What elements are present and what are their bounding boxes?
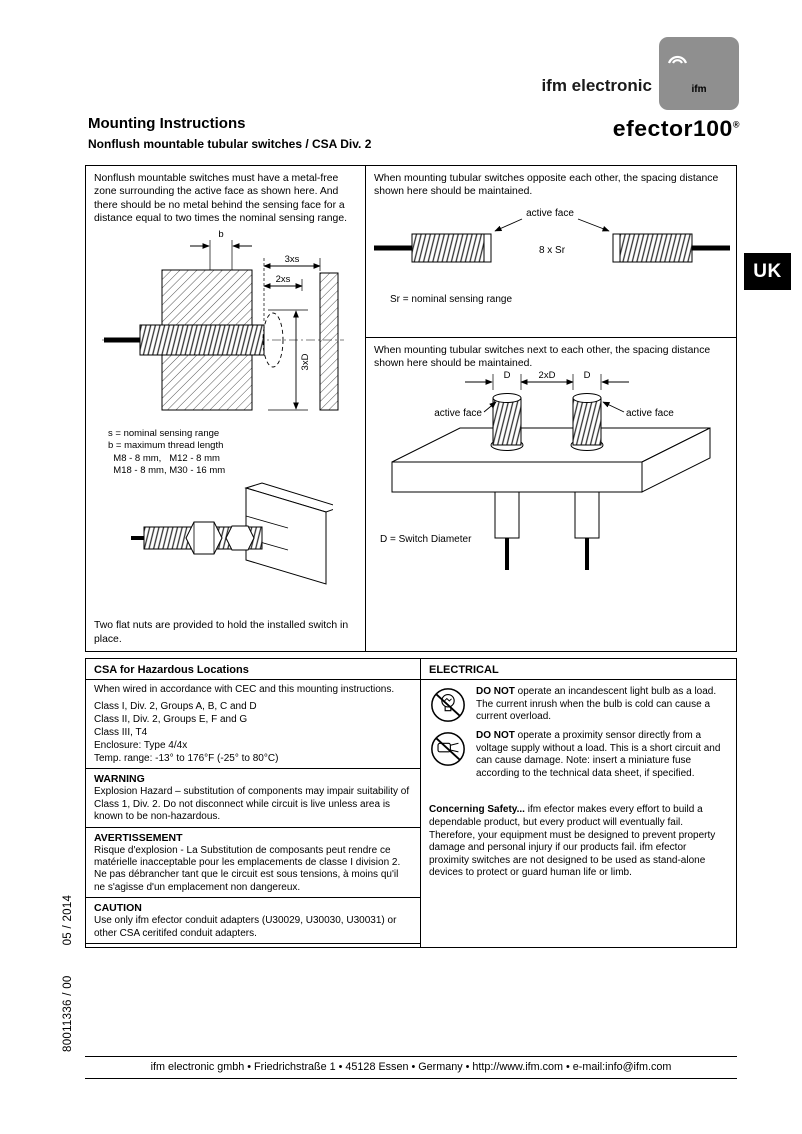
csa-spec-line: Temp. range: -13° to 176°F (-25° to 80°C… (94, 752, 279, 764)
left-sensor-thread (492, 397, 522, 446)
d-legend: D = Switch Diameter (380, 534, 472, 545)
note-line: M8 - 8 mm, M12 - 8 mm (108, 452, 220, 464)
nonflush-notes: s = nominal sensing range b = maximum th… (108, 428, 225, 477)
section-caution-title: CAUTION (94, 902, 142, 915)
left-sensor-body (411, 233, 485, 263)
csa-panel: CSA for Hazardous Locations When wired i… (85, 658, 421, 948)
csa-intro: When wired in accordance with CEC and th… (94, 684, 395, 695)
page-title: Mounting Instructions (88, 115, 246, 132)
dim-3xs-label: 3xs (285, 254, 300, 265)
note-line: b = maximum thread length (108, 440, 224, 452)
opposite-intro: When mounting tubular switches opposite … (374, 173, 719, 198)
sr-legend: Sr = nominal sensing range (390, 294, 513, 305)
section-avertissement-title: AVERTISSEMENT (94, 831, 183, 844)
divider (86, 826, 420, 828)
divider (421, 679, 736, 680)
csa-title: CSA for Hazardous Locations (94, 664, 249, 676)
safety-note: Concerning Safety... ifm efector makes e… (429, 804, 716, 879)
right-sensor-body (574, 491, 600, 539)
section-warning-text: Explosion Hazard – substitution of compo… (94, 786, 410, 823)
metal-block-upper (161, 269, 253, 326)
efector-logo: efector100® (470, 115, 740, 141)
metal-block-lower (161, 354, 253, 411)
doc-date: 05 / 2014 (62, 894, 74, 946)
dim-2xs-label: 2xs (276, 274, 291, 285)
right-sensor-face (612, 233, 621, 263)
brand-name: ifm electronic (541, 76, 652, 95)
electrical-item: DO NOT operate an incandescent light bul… (429, 686, 728, 724)
left-sensor-active-face (492, 393, 522, 403)
dim-b-label: b (218, 229, 223, 240)
side-code: 80011336 / 00 05 / 2014 (62, 895, 74, 1052)
csa-spec-line: Class II, Div. 2, Groups E, F and G (94, 714, 248, 726)
dim-d-right-label: D (584, 370, 591, 381)
mounting-plate-front (391, 461, 643, 493)
note-line: M18 - 8 mm, M30 - 16 mm (108, 465, 226, 477)
flat-nut-front (185, 521, 223, 555)
adjacent-mounting-diagram: D 2xD D active face active face (391, 370, 711, 570)
metal-free-zone-outline (262, 312, 284, 368)
metal-wall (319, 272, 339, 411)
divider (86, 679, 420, 680)
nonflush-panel: Nonflush mountable switches must have a … (85, 165, 366, 652)
note-line: s = nominal sensing range (108, 428, 220, 439)
spacing-label: 8 x Sr (539, 245, 566, 256)
electrical-item: DO NOT operate a proximity sensor direct… (429, 730, 728, 780)
registered-mark: ® (732, 119, 740, 130)
section-avertissement-text: Risque d'explosion - La Substitution de … (94, 844, 401, 893)
right-sensor-body (619, 233, 693, 263)
right-sensor-active-face (572, 393, 602, 403)
active-face-label: active face (526, 208, 574, 219)
ifm-logo-arc-icon (667, 55, 688, 64)
dim-2xd-label: 2xD (539, 370, 556, 381)
adjacent-intro: When mounting tubular switches next to e… (374, 345, 711, 370)
right-sensor-thread (572, 397, 602, 446)
threaded-sensor-body (139, 324, 265, 356)
nonflush-footer-text: Two flat nuts are provided to hold the i… (94, 620, 349, 645)
flat-nut-rear (225, 525, 255, 551)
left-sensor-face (483, 233, 492, 263)
page-subtitle: Nonflush mountable tubular switches / CS… (88, 137, 372, 151)
electrical-panel: ELECTRICAL DO NOT operate an incandescen… (421, 658, 737, 948)
divider (86, 942, 420, 944)
adjacent-panel: When mounting tubular switches next to e… (366, 338, 737, 652)
ifm-logo-arc-icon (672, 59, 683, 64)
csa-specs: Class I, Div. 2, Groups A, B, C and D Cl… (94, 701, 412, 765)
efector-logo-text: efector100 (612, 115, 733, 141)
left-sensor-body (494, 491, 520, 539)
ifm-logo-text: ifm (692, 84, 707, 95)
mounting-plate-side (641, 427, 711, 493)
do-not-label: DO NOT (476, 686, 515, 697)
concerning-safety-label: Concerning Safety... (429, 804, 525, 816)
section-warning-title: WARNING (94, 773, 145, 786)
section-caution-text: Use only ifm efector conduit adapters (U… (94, 915, 397, 939)
active-face-left-label: active face (434, 408, 482, 419)
nonflush-mounting-diagram: b 3xs 2xs 3xD (102, 229, 344, 411)
ifm-logo-background (659, 37, 739, 110)
electrical-title: ELECTRICAL (429, 664, 499, 676)
doc-number: 80011336 / 00 (62, 975, 74, 1052)
dim-d-left-label: D (504, 370, 511, 381)
do-not-label: DO NOT (476, 730, 515, 741)
csa-spec-line: Class I, Div. 2, Groups A, B, C and D (94, 701, 257, 713)
dim-3xd-label: 3xD (300, 353, 311, 370)
electrical-item-text: DO NOT operate an incandescent light bul… (476, 686, 717, 723)
csa-spec-line: Class III, T4 (94, 726, 148, 738)
divider (86, 768, 420, 770)
nonflush-intro: Nonflush mountable switches must have a … (94, 173, 347, 224)
page-footer: ifm electronic gmbh • Friedrichstraße 1 … (85, 1056, 737, 1079)
no-direct-supply-icon (431, 732, 465, 766)
divider (86, 897, 420, 899)
opposite-mounting-diagram: active face 8 x Sr (374, 208, 730, 263)
ifm-logo: ifm (659, 37, 739, 110)
csa-spec-line: Enclosure: Type 4/4x (94, 739, 188, 751)
opposite-panel: When mounting tubular switches opposite … (366, 165, 737, 338)
electrical-item-text: DO NOT operate a proximity sensor direct… (476, 730, 721, 779)
no-incandescent-bulb-icon (431, 688, 465, 722)
uk-language-badge: UK (744, 253, 791, 290)
flat-nuts-diagram (131, 482, 333, 585)
active-face-right-label: active face (626, 408, 674, 419)
